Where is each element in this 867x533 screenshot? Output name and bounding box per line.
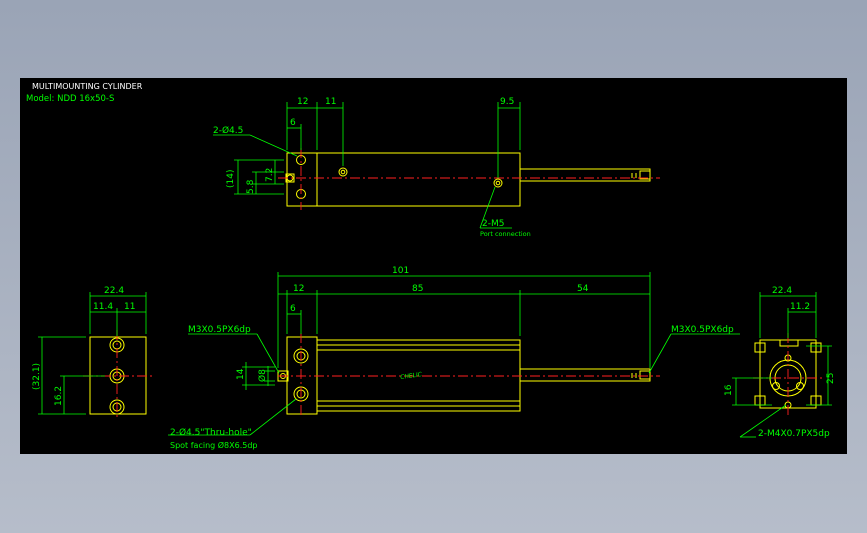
- right-thread-hole-1: [772, 382, 780, 390]
- right-dim-11-2: 11.2: [790, 302, 810, 312]
- top-dim-7-2: 7.2: [265, 168, 275, 182]
- right-thread-hole-2: [796, 382, 804, 390]
- front-dim-14: 14: [236, 368, 246, 380]
- front-dim-101: 101: [392, 266, 409, 276]
- port-label: 2-M5: [482, 219, 504, 229]
- left-dim-16-2: 16.2: [54, 386, 64, 406]
- left-hole-3: [109, 399, 125, 415]
- front-mount-hole-1: [293, 348, 309, 364]
- front-dim-d8: Ø8: [257, 369, 268, 382]
- top-view-cylinder-body: [316, 152, 521, 207]
- left-dim-11-4: 11.4: [93, 302, 113, 312]
- top-view: 12 11 6 9.5 2-Ø4.5 (14) 5.8 7.2 2-M5 Por…: [213, 97, 660, 238]
- front-dim-54: 54: [577, 284, 589, 294]
- left-dim-32-1: (32.1): [32, 363, 42, 390]
- front-piston-rod: [519, 368, 651, 382]
- brand-logo: CHELIC: [400, 371, 423, 381]
- model-label: Model: NDD 16x50-S: [26, 94, 114, 104]
- top-dim-11: 11: [325, 97, 336, 107]
- top-dim-9-5: 9.5: [500, 97, 514, 107]
- drawing-title: MULTIMOUNTING CYLINDER: [32, 82, 143, 91]
- left-dim-22-4: 22.4: [104, 286, 124, 296]
- right-thread-label: M3X0.5PX6dp: [671, 325, 734, 335]
- left-dim-11: 11: [124, 302, 135, 312]
- spot-facing-label: Spot facing Ø8X6.5dp: [170, 440, 258, 450]
- right-thread-label: 2-M4X0.7PX5dp: [758, 429, 830, 439]
- right-dim-16: 16: [724, 384, 734, 396]
- cad-drawing: MULTIMOUNTING CYLINDER Model: NDD 16x50-…: [26, 82, 836, 450]
- front-dim-12: 12: [293, 284, 304, 294]
- top-hole-label: 2-Ø4.5: [213, 125, 243, 136]
- front-view: CHELIC 101 12 85 54 6 14 Ø8 M3X0.5PX6dp …: [168, 266, 740, 450]
- right-dim-22-4: 22.4: [772, 286, 792, 296]
- top-dim-5-8: 5.8: [246, 179, 256, 194]
- thru-hole-label: 2-Ø4.5"Thru-hole": [170, 427, 252, 438]
- port-hole-1: [338, 167, 348, 177]
- port-note: Port connection: [480, 230, 531, 238]
- left-thread-label: M3X0.5PX6dp: [188, 325, 251, 335]
- right-dim-25: 25: [826, 373, 836, 384]
- port-hole-2: [493, 178, 503, 188]
- top-view-piston-rod: [519, 168, 651, 182]
- top-dim-14: (14): [226, 170, 236, 188]
- top-dim-6: 6: [290, 118, 296, 128]
- left-end-view: 22.4 11.4 11 (32.1) 16.2: [32, 286, 153, 420]
- cad-drawing-canvas: MULTIMOUNTING CYLINDER Model: NDD 16x50-…: [20, 78, 847, 454]
- front-dim-6: 6: [290, 304, 296, 314]
- top-dim-12: 12: [297, 97, 308, 107]
- right-end-view: 22.4 11.2 25 16 2-M4X0.7PX5dp: [724, 286, 836, 439]
- front-dim-85: 85: [412, 284, 423, 294]
